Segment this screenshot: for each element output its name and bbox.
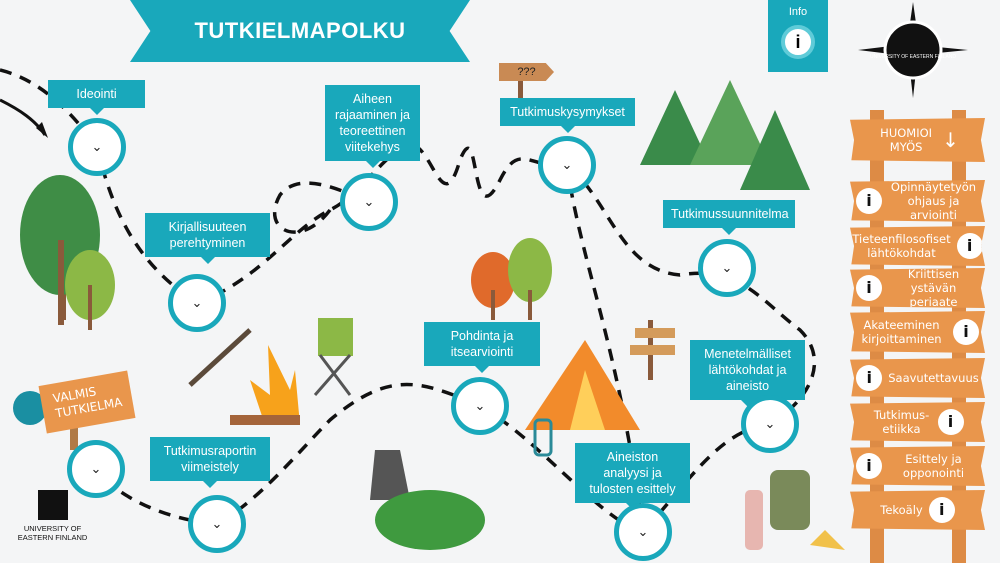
info-icon: i (956, 233, 983, 259)
university-name-line1: UNIVERSITY OF (23, 524, 82, 533)
chevron-down-icon: ⌄ (764, 416, 776, 431)
uef-logo-icon (37, 490, 68, 520)
pine-trees-icon (640, 80, 810, 190)
info-icon: i (856, 275, 882, 301)
info-icon: i (856, 188, 882, 214)
sandwich-icon (810, 530, 845, 550)
step-label-kirjallisuus: Kirjallisuuteen perehtyminen (145, 213, 270, 264)
info-icon: i (781, 25, 815, 59)
step-node-valmis[interactable]: ⌄ (67, 440, 125, 498)
chevron-down-icon: ⌄ (561, 157, 573, 172)
chevron-down-icon: ⌄ (637, 524, 649, 539)
step-node-ideointi[interactable]: ⌄ (68, 118, 126, 176)
info-label: Info (788, 6, 808, 18)
signpost-item-label: Tieteenfilosofiset lähtökohdat (852, 232, 951, 260)
info-icon: i (856, 365, 883, 391)
info-icon: i (953, 319, 979, 345)
signpost-item-kirjoittaminen[interactable]: Akateeminen kirjoittaminen i (850, 311, 985, 353)
chevron-down-icon: ⌄ (474, 398, 486, 413)
info-icon: i (937, 409, 964, 435)
step-label-ideointi: Ideointi (48, 80, 145, 115)
dashed-trail (0, 68, 817, 534)
step-node-kirjallisuus[interactable]: ⌄ (168, 274, 226, 332)
info-button[interactable]: Info i (768, 0, 828, 72)
step-node-tutkimuskysymykset[interactable]: ⌄ (538, 136, 596, 194)
arrow-down-icon: ↓ (942, 128, 959, 152)
bush-icon (375, 490, 485, 550)
signpost-header: HUOMIOI MYÖS ↓ (850, 118, 985, 162)
signpost-item-opponointi[interactable]: i Esittely ja opponointi (850, 446, 985, 486)
step-label-aiheen-rajaaminen: Aiheen rajaaminen ja teoreettinen viitek… (325, 85, 420, 168)
page-title: TUTKIELMAPOLKU (130, 0, 470, 62)
chevron-down-icon: ⌄ (91, 139, 103, 154)
campfire-icon (250, 345, 300, 425)
university-logo: UNIVERSITY OF EASTERN FINLAND (15, 490, 90, 542)
signpost-item-label: Akateeminen kirjoittaminen (861, 318, 942, 346)
signpost-item-label: Opinnäytetyön ohjaus ja arviointi (890, 180, 977, 222)
compass-logo: UNIVERSITY OF EASTERN FINLAND (858, 2, 968, 98)
chevron-down-icon: ⌄ (721, 260, 733, 275)
svg-text:UNIVERSITY OF EASTERN FINLAND: UNIVERSITY OF EASTERN FINLAND (870, 54, 956, 60)
signpost-item-label: Tutkimus-etiikka (873, 408, 930, 436)
backpack-icon (770, 470, 810, 530)
step-node-pohdinta[interactable]: ⌄ (451, 377, 509, 435)
signpost-item-ohjaus[interactable]: i Opinnäytetyön ohjaus ja arviointi (850, 180, 985, 222)
step-label-tutkimuskysymykset: Tutkimuskysymykset (500, 98, 635, 133)
step-label-menetelmat: Menetelmälliset lähtökohdat ja aineisto (690, 340, 805, 407)
info-icon: i (856, 453, 882, 479)
step-node-analyysi[interactable]: ⌄ (614, 503, 672, 561)
step-label-pohdinta: Pohdinta ja itsearviointi (424, 322, 540, 373)
chevron-down-icon: ⌄ (363, 194, 375, 209)
question-sign: ??? (499, 63, 554, 81)
info-icon: i (928, 497, 955, 523)
step-node-menetelmat[interactable]: ⌄ (741, 395, 799, 453)
step-label-analyysi: Aineiston analyysi ja tulosten esittely (575, 443, 690, 510)
chevron-down-icon: ⌄ (211, 516, 223, 531)
signpost-item-etiikka[interactable]: Tutkimus-etiikka i (850, 402, 985, 442)
signpost-item-label: Tekoäly (880, 503, 923, 517)
rosette-icon (13, 391, 47, 425)
chair-icon (318, 318, 353, 356)
signpost-item-label: Kriittisen ystävän periaate (907, 267, 960, 309)
lantern-icon (533, 418, 553, 457)
chevron-down-icon: ⌄ (191, 295, 203, 310)
step-node-aiheen-rajaaminen[interactable]: ⌄ (340, 173, 398, 231)
bottle-icon (745, 490, 763, 550)
signpost-item-label: Esittely ja opponointi (902, 452, 965, 480)
chevron-down-icon: ⌄ (90, 461, 102, 476)
signpost-item-kriittinen-ystava[interactable]: i Kriittisen ystävän periaate (850, 268, 985, 308)
wolf-icon (370, 450, 410, 500)
step-label-tutkimussuunnitelma: Tutkimussuunnitelma (663, 200, 795, 235)
university-name-line2: EASTERN FINLAND (17, 533, 88, 542)
signpost-header-text: HUOMIOI MYÖS (880, 126, 933, 154)
signpost-item-saavutettavuus[interactable]: i Saavutettavuus (850, 358, 985, 398)
step-label-viimeistely: Tutkimusraportin viimeistely (150, 437, 270, 488)
step-node-viimeistely[interactable]: ⌄ (188, 495, 246, 553)
signpost-item-tekoaly[interactable]: Tekoäly i (850, 490, 985, 530)
step-node-tutkimussuunnitelma[interactable]: ⌄ (698, 239, 756, 297)
signpost-item-label: Saavutettavuus (888, 371, 979, 385)
